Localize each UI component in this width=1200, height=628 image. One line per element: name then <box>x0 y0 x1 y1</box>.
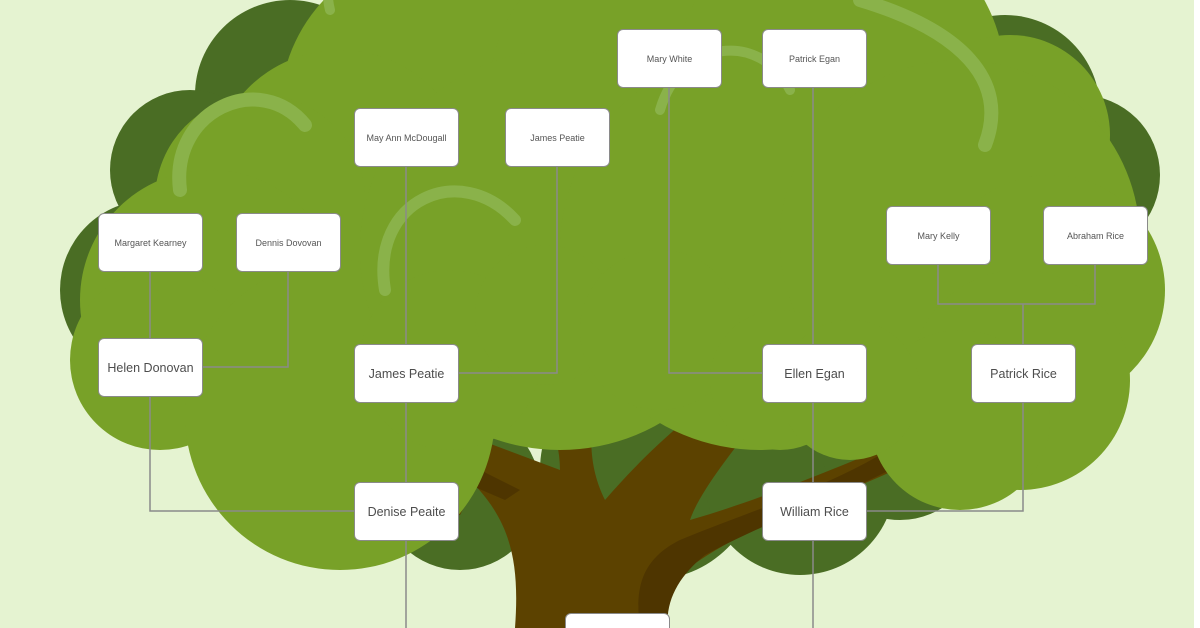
person-card-margaret-kearney[interactable]: Margaret Kearney <box>98 213 203 272</box>
person-name: Denise Peaite <box>367 504 446 519</box>
person-card-may-ann-mcdougall[interactable]: May Ann McDougall <box>354 108 459 167</box>
person-card-william-rice[interactable]: William Rice <box>762 482 867 541</box>
person-card-root[interactable] <box>565 613 670 628</box>
person-name: James Peatie <box>530 132 585 143</box>
person-name: William Rice <box>780 504 849 519</box>
person-name: Mary White <box>646 53 693 64</box>
person-name: Mary Kelly <box>917 230 960 241</box>
person-name: Patrick Rice <box>990 366 1057 381</box>
person-card-mary-kelly[interactable]: Mary Kelly <box>886 206 991 265</box>
person-card-patrick-egan[interactable]: Patrick Egan <box>762 29 867 88</box>
person-name: Margaret Kearney <box>114 237 187 248</box>
person-name: Ellen Egan <box>784 366 845 381</box>
person-card-ellen-egan[interactable]: Ellen Egan <box>762 344 867 403</box>
person-name: Abraham Rice <box>1066 230 1125 241</box>
person-name: Dennis Dovovan <box>255 237 322 248</box>
person-name: James Peatie <box>368 366 445 381</box>
person-card-denise-peaite[interactable]: Denise Peaite <box>354 482 459 541</box>
person-card-patrick-rice[interactable]: Patrick Rice <box>971 344 1076 403</box>
person-card-dennis-dovovan[interactable]: Dennis Dovovan <box>236 213 341 272</box>
person-card-abraham-rice[interactable]: Abraham Rice <box>1043 206 1148 265</box>
person-name: May Ann McDougall <box>366 132 447 143</box>
person-card-helen-donovan[interactable]: Helen Donovan <box>98 338 203 397</box>
person-name: Helen Donovan <box>107 360 194 375</box>
person-card-james-peatie-sr[interactable]: James Peatie <box>505 108 610 167</box>
person-card-mary-white[interactable]: Mary White <box>617 29 722 88</box>
person-card-james-peatie[interactable]: James Peatie <box>354 344 459 403</box>
person-name: Patrick Egan <box>788 53 841 64</box>
